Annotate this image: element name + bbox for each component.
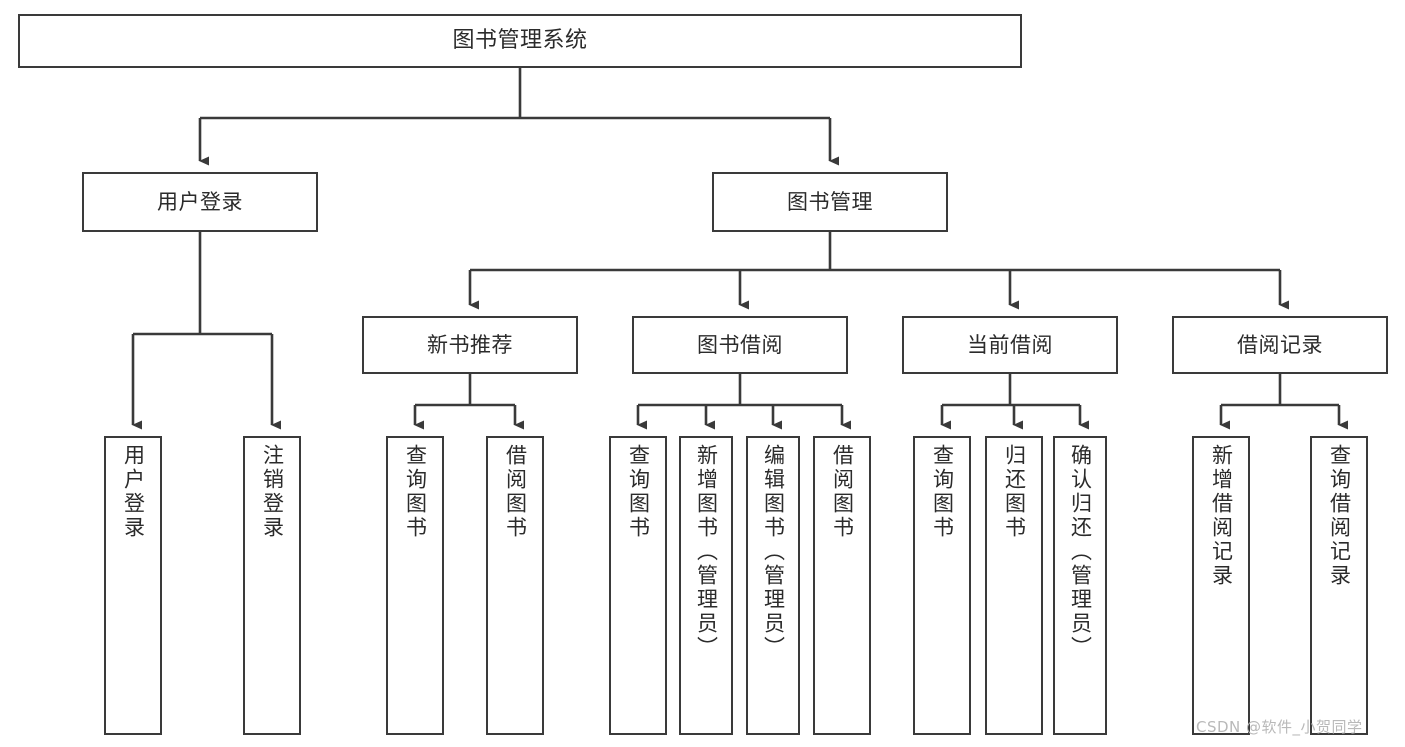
- leaf-query-books-current-label: 查询图书: [930, 444, 955, 540]
- leaf-query-books-borrow[interactable]: 查询图书: [609, 436, 667, 735]
- leaf-user-login[interactable]: 用户登录: [104, 436, 162, 735]
- leaf-confirm-return-admin[interactable]: 确认归还（管理员）: [1053, 436, 1107, 735]
- node-new-book-recommend-label: 新书推荐: [427, 332, 513, 357]
- leaf-edit-book-admin[interactable]: 编辑图书（管理员）: [746, 436, 800, 735]
- leaf-add-borrow-record-label: 新增借阅记录: [1209, 444, 1234, 588]
- node-user-login-module-label: 用户登录: [157, 189, 243, 214]
- node-book-borrow[interactable]: 图书借阅: [632, 316, 848, 374]
- leaf-user-login-label: 用户登录: [121, 444, 146, 540]
- csdn-watermark: CSDN @软件_小贺同学: [1196, 718, 1363, 736]
- leaf-confirm-return-admin-label: 确认归还（管理员）: [1068, 444, 1093, 660]
- node-new-book-recommend[interactable]: 新书推荐: [362, 316, 578, 374]
- node-user-login-module[interactable]: 用户登录: [82, 172, 318, 232]
- leaf-query-borrow-record[interactable]: 查询借阅记录: [1310, 436, 1368, 735]
- leaf-return-books[interactable]: 归还图书: [985, 436, 1043, 735]
- leaf-borrow-books-label: 借阅图书: [830, 444, 855, 540]
- leaf-logout-login[interactable]: 注销登录: [243, 436, 301, 735]
- leaf-add-book-admin-label: 新增图书（管理员）: [694, 444, 719, 660]
- node-book-borrow-label: 图书借阅: [697, 332, 783, 357]
- node-root-label: 图书管理系统: [452, 28, 588, 54]
- leaf-return-books-label: 归还图书: [1002, 444, 1027, 540]
- node-borrow-records[interactable]: 借阅记录: [1172, 316, 1388, 374]
- leaf-borrow-books-recommend-label: 借阅图书: [503, 444, 528, 540]
- leaf-logout-login-label: 注销登录: [260, 444, 285, 540]
- node-borrow-records-label: 借阅记录: [1237, 332, 1323, 357]
- leaf-query-books-recommend-label: 查询图书: [403, 444, 428, 540]
- node-current-borrow[interactable]: 当前借阅: [902, 316, 1118, 374]
- node-root[interactable]: 图书管理系统: [18, 14, 1022, 68]
- leaf-edit-book-admin-label: 编辑图书（管理员）: [761, 444, 786, 660]
- node-book-management-module-label: 图书管理: [787, 189, 873, 214]
- leaf-borrow-books-recommend[interactable]: 借阅图书: [486, 436, 544, 735]
- leaf-query-books-recommend[interactable]: 查询图书: [386, 436, 444, 735]
- leaf-query-borrow-record-label: 查询借阅记录: [1327, 444, 1352, 588]
- leaf-query-books-current[interactable]: 查询图书: [913, 436, 971, 735]
- node-current-borrow-label: 当前借阅: [967, 332, 1053, 357]
- node-book-management-module[interactable]: 图书管理: [712, 172, 948, 232]
- leaf-borrow-books[interactable]: 借阅图书: [813, 436, 871, 735]
- leaf-add-borrow-record[interactable]: 新增借阅记录: [1192, 436, 1250, 735]
- leaf-add-book-admin[interactable]: 新增图书（管理员）: [679, 436, 733, 735]
- leaf-query-books-borrow-label: 查询图书: [626, 444, 651, 540]
